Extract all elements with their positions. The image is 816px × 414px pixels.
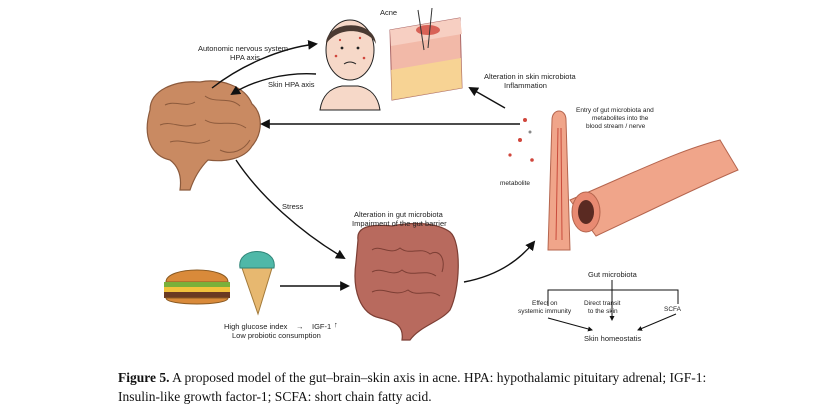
label-direct-1: Direct transit xyxy=(584,300,621,307)
arrow-glucose-igf: → xyxy=(296,322,304,331)
label-gut-microbiota: Gut microbiota xyxy=(588,270,637,279)
label-metabolite: metabolite xyxy=(500,180,530,187)
arrow-gut-to-blood xyxy=(463,240,536,283)
label-skin-homeostasis: Skin homeostatis xyxy=(584,334,642,343)
label-acne: Acne xyxy=(380,8,398,17)
schematic-arrow-right xyxy=(637,313,677,331)
label-effect-2: systemic immunity xyxy=(518,308,572,315)
label-stress: Stress xyxy=(282,202,304,211)
arrow-stress xyxy=(235,159,346,259)
face-illustration xyxy=(319,19,381,111)
diagram-artwork xyxy=(146,7,739,341)
burger-illustration xyxy=(164,269,230,305)
arrow-face-to-brain xyxy=(230,72,317,96)
schematic-arrow-left xyxy=(547,317,593,332)
villus-and-vessel-illustration xyxy=(508,110,739,251)
arrow-to-skin xyxy=(468,87,506,109)
brain-illustration xyxy=(146,80,261,191)
caption-figure-label: Figure 5. xyxy=(118,370,170,385)
schematic-line-right xyxy=(612,289,679,304)
label-autonomic: Autonomic nervous system xyxy=(198,44,289,53)
arrow-brain-to-face xyxy=(211,39,318,89)
label-gut-alteration-2: Impairment of the gut barrier xyxy=(352,219,447,228)
label-igf: IGF-1 xyxy=(312,322,332,331)
label-skin-hpa: Skin HPA axis xyxy=(268,80,315,89)
label-direct-2: to the skin xyxy=(588,308,618,315)
label-alteration-skin-2: Inflammation xyxy=(504,81,547,90)
diagram: Acne Autonomic nervous system HPA axis S… xyxy=(146,7,739,343)
label-entry-2: metabolites into the xyxy=(592,115,649,122)
intestine-illustration xyxy=(354,222,459,341)
schematic-line-left xyxy=(547,280,613,306)
label-gut-alteration-1: Alteration in gut microbiota xyxy=(354,210,443,219)
label-high-glucose: High glucose index xyxy=(224,322,288,331)
caption-text: A proposed model of the gut–brain–skin a… xyxy=(118,370,707,404)
label-effect-1: Effect on xyxy=(532,300,558,307)
skin-section-illustration xyxy=(389,7,463,101)
label-hpa-axis: HPA axis xyxy=(230,53,260,62)
up-arrow-igf: ↑ xyxy=(334,320,338,329)
label-scfa: SCFA xyxy=(664,306,681,313)
label-entry-3: blood stream / nerve xyxy=(586,123,646,130)
figure-caption: Figure 5. A proposed model of the gut–br… xyxy=(118,368,738,406)
label-low-probiotic: Low probiotic consumption xyxy=(232,331,321,340)
ice-cream-illustration xyxy=(239,251,275,316)
label-alteration-skin-1: Alteration in skin microbiota xyxy=(484,72,576,81)
label-entry-1: Entry of gut microbiota and xyxy=(576,107,654,114)
